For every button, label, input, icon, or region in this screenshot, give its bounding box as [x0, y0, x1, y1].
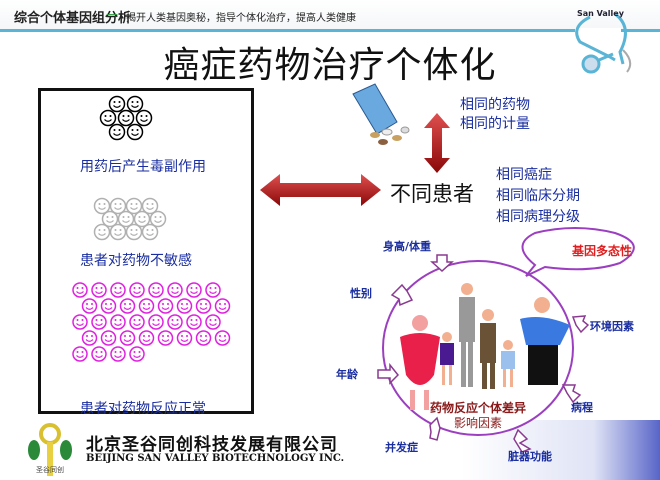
smiley-face-icon [176, 298, 193, 314]
smiley-face-icon [119, 298, 136, 314]
smiley-face-icon [195, 330, 212, 346]
factor-age: 年龄 [336, 368, 358, 381]
logo-text: San Valley [577, 9, 625, 18]
factors-diagram: 基因多态性 药物反应个体差异 影响因素 [377, 227, 635, 453]
smiley-face-icon [186, 282, 202, 298]
smiley-face-icon [109, 197, 127, 215]
smiley-face-icon [117, 210, 135, 228]
smiley-face-icon [91, 346, 107, 362]
double-arrow-vertical-icon [424, 113, 450, 173]
smiley-face-icon [91, 282, 107, 298]
smiley-face-icon [138, 330, 155, 346]
company-name-en: BEIJING SAN VALLEY BIOTECHNOLOGY INC. [86, 453, 345, 464]
smiley-face-icon [126, 123, 144, 141]
double-arrow-horizontal-icon [260, 174, 381, 206]
footer [0, 420, 660, 480]
smiley-face-icon [149, 210, 167, 228]
smiley-face-icon [72, 314, 88, 330]
header-divider [0, 29, 660, 32]
company-logo-icon: 圣谷同创 [28, 423, 72, 476]
logo-lettering: 圣谷同创 [36, 465, 64, 474]
factor-environment: 环境因素 [590, 320, 634, 333]
smiley-face-icon [72, 346, 88, 362]
header-title: 综合个体基因组分析 [14, 11, 132, 26]
smiley-face-icon [108, 123, 126, 141]
smiley-face-icon [186, 314, 202, 330]
smiley-face-icon [205, 314, 221, 330]
smiley-face-icon [214, 330, 231, 346]
smiley-face-icon [110, 314, 126, 330]
same-dose: 相同的计量 [460, 116, 530, 132]
smiley-face-icon [99, 109, 117, 127]
smiley-face-icon [125, 197, 143, 215]
factor-disease-course: 病程 [571, 401, 593, 414]
bubble-gene-polymorphism: 基因多态性 [571, 243, 632, 258]
smiley-face-icon [176, 330, 193, 346]
smiley-face-icon [100, 330, 117, 346]
smiley-face-icon [108, 95, 126, 113]
factor-gender: 性别 [350, 287, 372, 300]
smiley-face-icon [141, 223, 159, 241]
header-dash: — [106, 7, 118, 21]
smiley-face-icon [167, 314, 183, 330]
smiley-face-icon [129, 282, 145, 298]
smiley-face-icon [157, 298, 174, 314]
same-clinical-stage: 相同临床分期 [496, 188, 580, 204]
same-drug: 相同的药物 [460, 97, 530, 113]
stethoscope-logo-icon: San Valley [575, 9, 632, 74]
smiley-face-icon [72, 282, 88, 298]
different-patients: 不同患者 [390, 182, 474, 206]
smiley-face-icon [157, 330, 174, 346]
smiley-face-icon [135, 109, 153, 127]
smiley-face-icon [91, 314, 107, 330]
smiley-face-icon [119, 330, 136, 346]
smiley-face-icon [148, 282, 164, 298]
smiley-face-icon [110, 282, 126, 298]
same-pathology-grade: 相同病理分级 [496, 209, 580, 225]
header-slogan: 揭开人类基因奥秘，指导个体化治疗，提高人类健康 [126, 13, 356, 24]
group-label-toxic: 用药后产生毒副作用 [80, 159, 206, 175]
response-panel [38, 88, 254, 414]
company-name-cn: 北京圣谷同创科技发展有限公司 [86, 435, 338, 455]
smiley-face-icon [129, 346, 145, 362]
smiley-face-icon [205, 282, 221, 298]
smiley-face-icon [148, 314, 164, 330]
group-label-normal: 患者对药物反应正常 [80, 401, 206, 417]
smiley-face-icon [129, 314, 145, 330]
factor-height-weight: 身高/体重 [383, 240, 432, 253]
factor-arrows [377, 254, 590, 453]
smiley-face-icon [117, 109, 135, 127]
header-bar [0, 0, 660, 30]
pills-icon [352, 83, 410, 145]
factor-complications: 并发症 [385, 441, 418, 454]
smiley-face-icon [93, 223, 111, 241]
smiley-face-icon [138, 298, 155, 314]
smiley-face-icon [195, 298, 212, 314]
factor-organ-function: 脏器功能 [508, 450, 552, 463]
smiley-face-icon [141, 197, 159, 215]
smiley-face-icon [100, 298, 117, 314]
smiley-face-icon [81, 330, 98, 346]
same-cancer: 相同癌症 [496, 167, 552, 183]
smiley-face-icon [110, 346, 126, 362]
center-label: 药物反应个体差异 [430, 400, 526, 415]
smiley-face-icon [214, 298, 231, 314]
smiley-face-icon [126, 95, 144, 113]
smiley-face-icon [125, 223, 143, 241]
slide-title: 癌症药物治疗个体化 [163, 45, 497, 86]
smiley-face-icon [109, 223, 127, 241]
smiley-face-icon [93, 197, 111, 215]
smiley-face-icon [167, 282, 183, 298]
people-illustration-icon [400, 283, 570, 410]
group-label-insensitive: 患者对药物不敏感 [80, 253, 192, 269]
smiley-face-icon [101, 210, 119, 228]
smiley-face-icon [133, 210, 151, 228]
smiley-face-icon [81, 298, 98, 314]
center-sublabel: 影响因素 [454, 415, 502, 430]
